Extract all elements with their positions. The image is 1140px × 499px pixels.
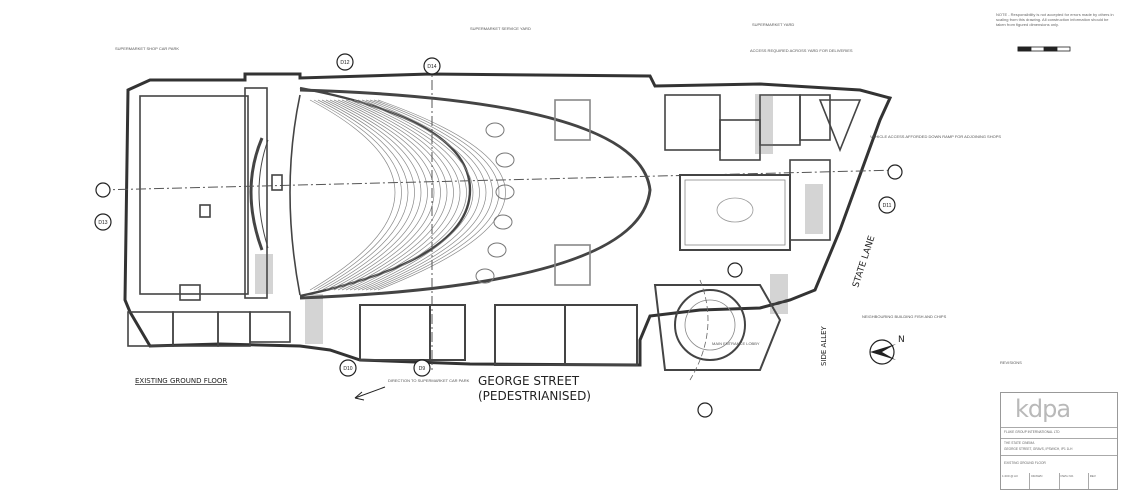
seating-row (333, 99, 435, 291)
project-address: GEORGE STREET, GRAVS, IPSWICH, IP1 1LH (1004, 447, 1073, 451)
seating-row (353, 99, 467, 291)
title-block: kdpa FLUKE GROUP INTERNATIONAL LTD THE S… (1000, 392, 1118, 490)
cell-scale: 1:200 @ A3 (1002, 474, 1018, 478)
label-supermarket-yard: SUPERMARKET YARD (752, 22, 794, 27)
seating-row (309, 99, 396, 291)
building-outline (123, 72, 893, 367)
label-vehicle-access: VEHICLE ACCESS AFFORDED DOWN RAMP FOR AD… (870, 134, 1001, 139)
label-supermarket-service-yard: SUPERMARKET SERVICE YARD (470, 26, 531, 31)
section-marker (887, 164, 903, 180)
cell-rev: REV (1087, 473, 1117, 489)
label-neighbouring-building: NEIGHBOURING BUILDING FISH AND CHIPS (862, 314, 947, 319)
cell-drawn: DRAWN (1029, 473, 1058, 489)
section-marker (94, 213, 112, 231)
section-marker-label: D9 (419, 366, 426, 372)
disclaimer-note: NOTE - Responsibility is not accepted fo… (996, 12, 1114, 27)
seating-row (369, 99, 493, 291)
label-main-entrance: MAIN ENTRANCE LOBBY (712, 341, 760, 346)
seating-row (361, 99, 480, 291)
section-marker-label: D14 (427, 64, 436, 70)
project-name: THE STATE CINEMA (1004, 441, 1035, 445)
section-marker-label: D10 (343, 366, 352, 372)
section-marker (697, 402, 713, 418)
section-marker (727, 262, 743, 278)
seating-row (345, 99, 454, 291)
kdpa-logo: kdpa (1015, 395, 1071, 423)
section-marker-label: D11 (883, 203, 892, 209)
section-marker (423, 57, 441, 75)
north-arrow-icon (869, 339, 896, 365)
section-marker (95, 182, 111, 198)
section-marker (336, 53, 354, 71)
drawing-title: EXISTING GROUND FLOOR (1004, 461, 1046, 465)
section-marker-label: D13 (98, 220, 107, 226)
label-supermarket-carpark: SUPERMARKET SHOP CAR PARK (115, 46, 179, 51)
seating-row (365, 99, 487, 291)
section-marker-label: D12 (340, 60, 349, 66)
section-marker (339, 359, 357, 377)
label-direction-carpark: DIRECTION TO SUPERMARKET CAR PARK (388, 378, 470, 383)
seating-row (349, 99, 461, 291)
seating-row (357, 99, 474, 291)
label-state-lane: STATE LANE (851, 234, 877, 289)
client-name: FLUKE GROUP INTERNATIONAL LTD (1004, 430, 1060, 434)
label-access-required: ACCESS REQUIRED ACROSS YARD FOR DELIVERI… (750, 48, 853, 53)
direction-arrow-icon (354, 386, 386, 401)
label-existing-ground-floor: EXISTING GROUND FLOOR (135, 377, 227, 385)
seating-row (329, 99, 428, 291)
seating-row (337, 99, 441, 291)
scale-bar (1017, 46, 1071, 52)
seating-row (313, 99, 402, 291)
label-pedestrianised: (PEDESTRIANISED) (478, 389, 591, 403)
revisions-label: REVISIONS (1000, 360, 1022, 365)
cell-dwg: DWG NO. (1058, 473, 1088, 489)
section-marker (878, 196, 896, 214)
section-marker (413, 359, 431, 377)
seating-row (341, 99, 448, 291)
seating-row (317, 99, 409, 291)
label-george-street: GEORGE STREET (478, 374, 580, 388)
label-side-alley: SIDE ALLEY (820, 325, 828, 366)
seating-row (321, 99, 415, 291)
seating-row (325, 99, 422, 291)
left-hall (139, 95, 249, 295)
seating-row (377, 99, 506, 291)
north-label: N (898, 335, 905, 345)
